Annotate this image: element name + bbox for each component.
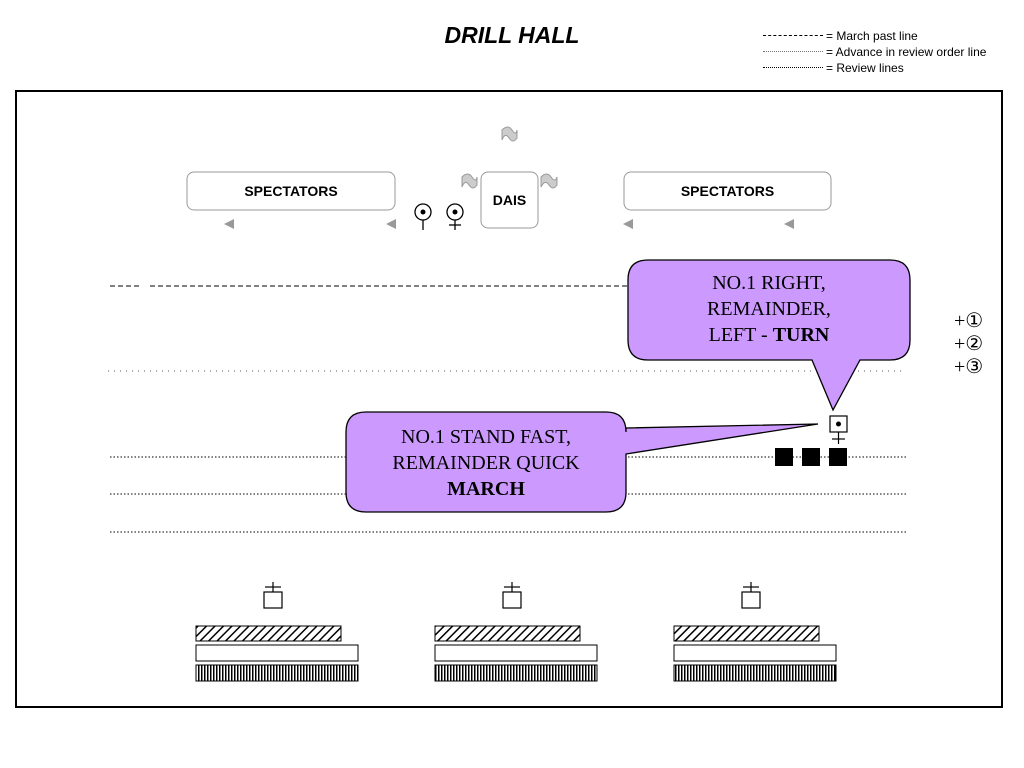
sparse-dotted-line-icon <box>763 51 823 52</box>
callout-turn-bubble <box>627 259 911 412</box>
triangle-left-icon <box>224 219 234 229</box>
callout-march-line: MARCH <box>348 476 624 502</box>
callout-march-command: MARCH <box>447 478 525 500</box>
dais-box <box>480 171 539 229</box>
callout-turn-line: LEFT - TURN <box>630 322 908 348</box>
rank-marker-2: +② <box>954 333 984 355</box>
legend-label: = Review lines <box>826 61 904 75</box>
squad-block-center <box>434 625 598 682</box>
triangle-left-icon <box>784 219 794 229</box>
flag-icon <box>540 173 558 189</box>
spectators-label-right: SPECTATORS <box>680 183 775 199</box>
soldier-no1-icon <box>829 415 848 444</box>
legend-label: = March past line <box>826 29 918 43</box>
squad-block-right <box>673 625 837 682</box>
callout-march-bubble <box>345 411 819 513</box>
soldier-icon <box>802 448 820 466</box>
callout-turn-line: NO.1 RIGHT, <box>712 272 826 294</box>
reviewing-officer-icon <box>414 203 432 230</box>
callout-turn-command: TURN <box>772 324 830 346</box>
callout-march-text: NO.1 STAND FAST, REMAINDER QUICK MARCH <box>348 424 624 502</box>
callout-turn-line: REMAINDER, <box>707 298 831 320</box>
soldier-icon <box>775 448 793 466</box>
rank-marker-3: +③ <box>954 356 984 378</box>
squad-block-left <box>195 625 359 682</box>
flag-icon <box>501 126 518 142</box>
dais-label: DAIS <box>492 192 527 208</box>
flag-icon <box>461 173 478 189</box>
spectators-label-left: SPECTATORS <box>244 183 338 199</box>
callout-march-line: REMAINDER QUICK <box>392 452 580 474</box>
page-title: DRILL HALL <box>444 22 580 48</box>
spectators-box-left <box>186 171 396 211</box>
dotted-line-icon <box>763 67 823 68</box>
soldier-icon <box>741 582 761 609</box>
triangle-left-icon <box>386 219 396 229</box>
triangle-left-icon <box>623 219 633 229</box>
callout-march-line: NO.1 STAND FAST, <box>401 426 571 448</box>
callout-turn-text: NO.1 RIGHT, REMAINDER, LEFT - TURN <box>630 270 908 348</box>
hall-border <box>15 90 1003 708</box>
spectators-box-right <box>623 171 832 211</box>
callout-turn-prefix: LEFT - <box>708 324 773 346</box>
reviewing-officer-icon <box>446 203 464 230</box>
legend-label: = Advance in review order line <box>826 45 987 59</box>
rank-marker-1: +① <box>954 310 984 332</box>
soldier-icon <box>263 582 283 609</box>
dashed-line-icon <box>763 35 823 36</box>
soldier-icon <box>502 582 522 609</box>
soldier-icon <box>829 448 847 466</box>
